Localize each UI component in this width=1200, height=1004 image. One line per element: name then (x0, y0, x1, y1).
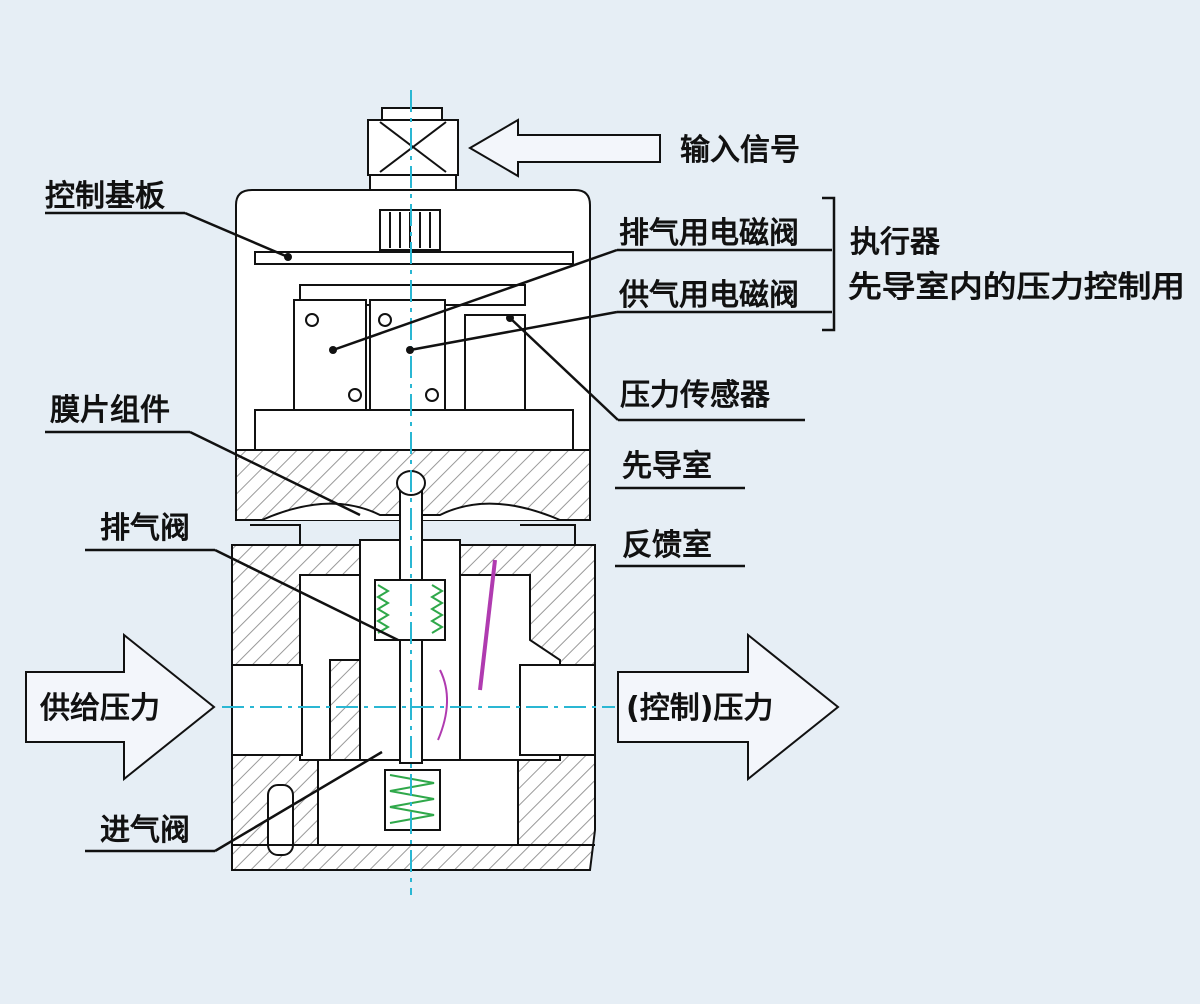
control-board-plate (254, 251, 574, 265)
label-supply-solenoid: 供气用电磁阀 (618, 278, 799, 313)
label-actuator: 执行器 (850, 225, 941, 260)
label-exhaust-valve: 排气阀 (100, 511, 190, 546)
input-fitting (367, 107, 459, 191)
label-feedback-chamber: 反馈室 (622, 528, 712, 563)
leader-lines (45, 196, 836, 853)
label-pilot-pressure-control: 先导室内的压力控制用 (848, 270, 1185, 305)
label-input-signal: 输入信号 (680, 133, 800, 168)
feedback-tube (478, 559, 497, 691)
control-pressure-arrow (617, 632, 840, 782)
label-supply-valve: 进气阀 (100, 813, 190, 848)
label-pressure-sensor: 压力传感器 (620, 378, 771, 413)
center-lines (222, 90, 615, 895)
label-control-board: 控制基板 (45, 179, 165, 214)
label-exhaust-solenoid: 排气用电磁阀 (619, 216, 799, 251)
control-internals (254, 209, 574, 451)
label-supply-pressure: 供给压力 (39, 691, 160, 726)
label-pilot-chamber: 先导室 (622, 449, 712, 484)
springs (376, 584, 444, 824)
input-signal-arrow (468, 118, 661, 178)
pressure-sensor-body (464, 314, 526, 411)
label-control-pressure: (控制)压力 (626, 691, 773, 726)
supply-pressure-arrow (25, 632, 216, 782)
label-diaphragm-assembly: 膜片组件 (50, 393, 170, 428)
